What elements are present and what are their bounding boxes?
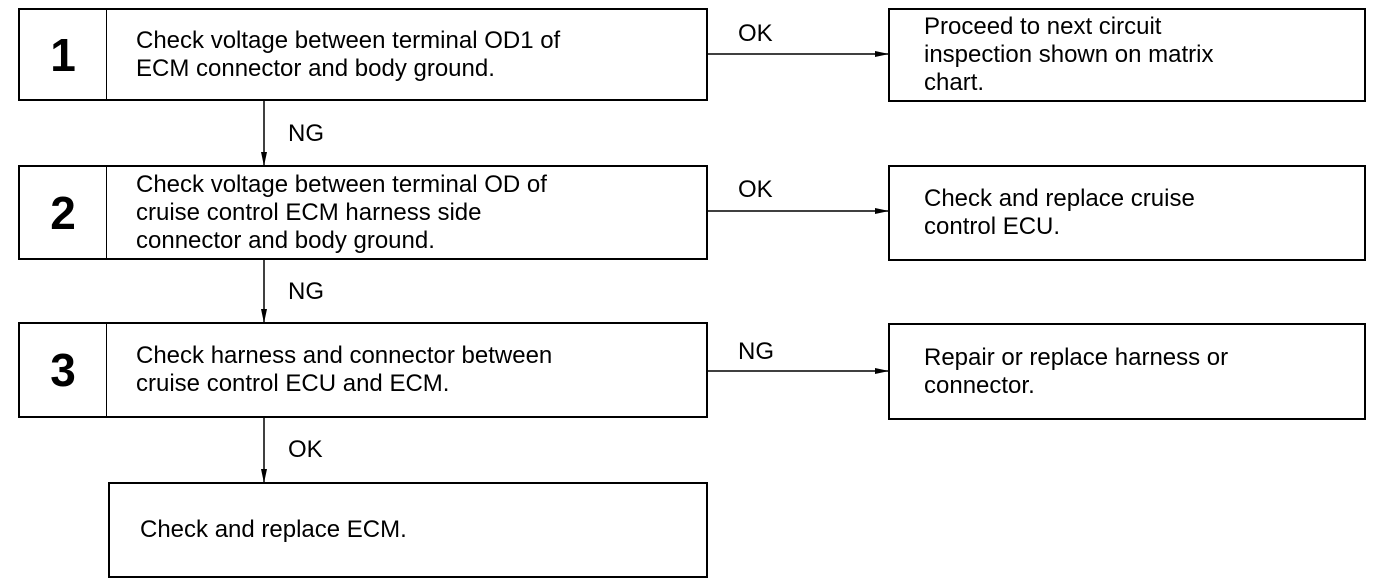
step-2-text: Check voltage between terminal OD of cru… <box>136 170 547 254</box>
step-1-box: 1 Check voltage between terminal OD1 of … <box>18 8 708 101</box>
step-2-down-label: NG <box>288 278 324 305</box>
result-1-text: Proceed to next circuit inspection shown… <box>924 13 1214 96</box>
step-3-down-label: OK <box>288 436 323 463</box>
step-1-branch-label: OK <box>738 20 773 47</box>
step-3-text: Check harness and connector between crui… <box>136 342 553 397</box>
result-1-box: Proceed to next circuit inspection shown… <box>888 8 1366 102</box>
step-2-number: 2 <box>20 167 107 258</box>
step-2-branch-label: OK <box>738 176 773 203</box>
step-1-down-label: NG <box>288 120 324 147</box>
step-3-branch-label: NG <box>738 338 774 365</box>
result-3-text: Repair or replace harness or connector. <box>924 343 1229 399</box>
final-box: Check and replace ECM. <box>108 482 708 578</box>
step-3-box: 3 Check harness and connector between cr… <box>18 322 708 418</box>
step-2-box: 2 Check voltage between terminal OD of c… <box>18 165 708 260</box>
step-3-number: 3 <box>20 324 107 416</box>
step-1-number: 1 <box>20 10 107 99</box>
step-1-text: Check voltage between terminal OD1 of EC… <box>136 26 561 82</box>
final-text: Check and replace ECM. <box>140 516 407 543</box>
result-3-box: Repair or replace harness or connector. <box>888 323 1366 420</box>
result-2-box: Check and replace cruise control ECU. <box>888 165 1366 261</box>
result-2-text: Check and replace cruise control ECU. <box>924 185 1195 240</box>
